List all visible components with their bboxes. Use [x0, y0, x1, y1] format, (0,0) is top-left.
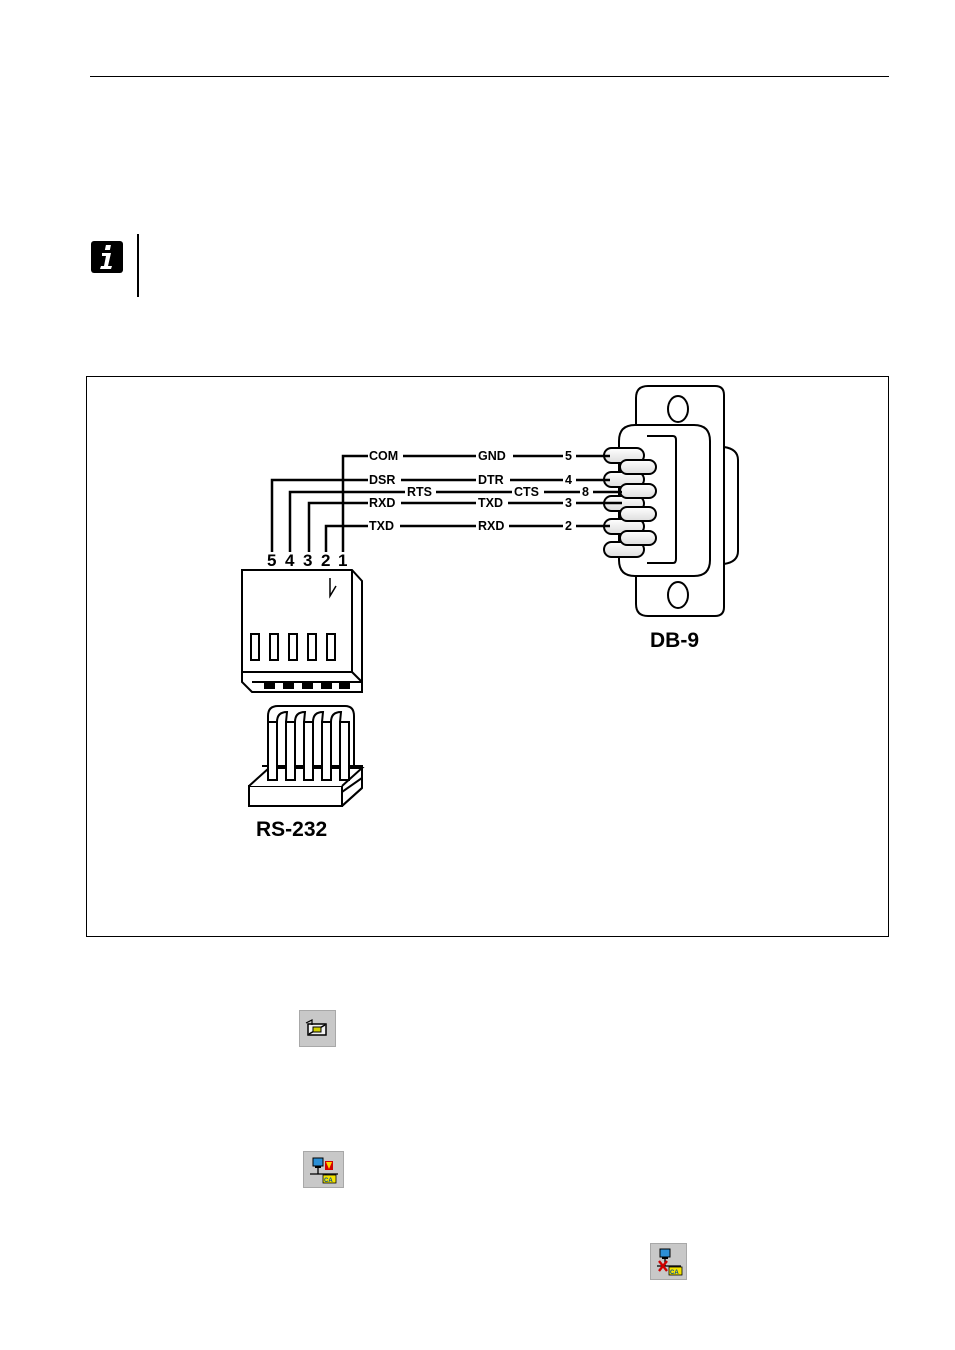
wire-label-db9-dtr: DTR	[478, 473, 504, 487]
rs232-title: RS-232	[256, 818, 327, 841]
connect-icon: CA	[310, 1157, 338, 1184]
disconnect-button[interactable]: CA	[650, 1243, 687, 1280]
wire-label-pin-2: 2	[565, 519, 572, 533]
connection-settings-button[interactable]	[299, 1010, 336, 1047]
svg-text:CA: CA	[324, 1178, 333, 1184]
info-icon	[91, 241, 123, 273]
header-pin-number: 5	[267, 551, 276, 570]
disconnect-icon: CA	[657, 1248, 683, 1276]
header-rule	[90, 76, 889, 77]
wire-label-module-com: COM	[369, 449, 398, 463]
wire-label-module-txd: TXD	[369, 519, 394, 533]
wire-label-db9-gnd: GND	[478, 449, 506, 463]
connect-button[interactable]: CA	[303, 1151, 344, 1188]
wires	[270, 454, 622, 552]
wiring-figure-frame	[86, 376, 889, 937]
header-pin-number: 4	[285, 551, 295, 570]
connection-settings-icon	[305, 1019, 327, 1036]
db9-title: DB-9	[650, 629, 699, 652]
wire-label-db9-txd: TXD	[478, 496, 503, 510]
wire-label-pin-3: 3	[565, 496, 572, 510]
wire-label-pin-8: 8	[582, 485, 589, 499]
rs232-header	[248, 705, 365, 807]
note-margin-bar	[137, 234, 139, 297]
header-pin-number: 1	[338, 551, 347, 570]
wire-label-pin-4: 4	[565, 473, 572, 487]
wire-label-module-rts: RTS	[407, 485, 432, 499]
header-pin-number: 3	[303, 551, 312, 570]
wire-label-pin-5: 5	[565, 449, 572, 463]
wire-label-module-dsr: DSR	[369, 473, 395, 487]
header-pin-number: 2	[321, 551, 330, 570]
rs232-plug	[241, 569, 363, 693]
wire-label-module-rxd: RXD	[369, 496, 395, 510]
wire-label-db9-rxd: RXD	[478, 519, 504, 533]
wire-label-db9-cts: CTS	[514, 485, 539, 499]
svg-text:CA: CA	[670, 1270, 679, 1276]
